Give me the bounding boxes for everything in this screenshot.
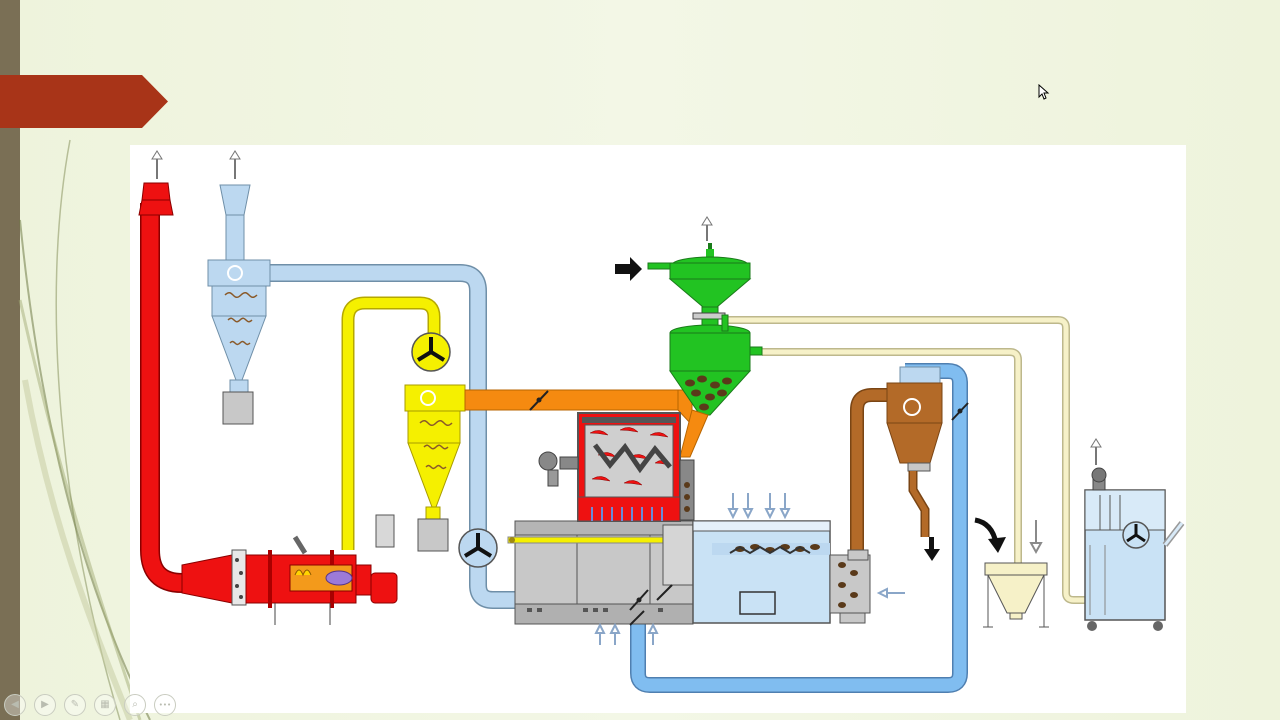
arrow-up-icon: [151, 150, 163, 179]
feed-chute: [679, 409, 709, 458]
grid-icon: ▦: [100, 699, 110, 710]
process-flow-svg: [138, 150, 1185, 693]
presentation-toolbar: ◀ ▶ ✎ ▦ ⌕ •••: [4, 694, 176, 716]
arrow-down-icon: [924, 537, 940, 561]
fan-icon: [411, 332, 451, 372]
pen-icon: ✎: [70, 699, 80, 710]
arrow-down-icon: [1029, 520, 1043, 555]
next-slide-button[interactable]: ▶: [34, 694, 56, 716]
fan-icon: [458, 528, 498, 568]
roaster-air-inlet-arrows: [594, 622, 659, 645]
filter-cabinet: [1084, 467, 1185, 631]
pen-tool-button[interactable]: ✎: [64, 694, 86, 716]
see-all-slides-button[interactable]: ▦: [94, 694, 116, 716]
hot-air-duct: [341, 296, 441, 550]
arrow-up-icon: [701, 216, 713, 241]
cooler: [692, 520, 871, 624]
furnace-chimney: [138, 182, 190, 593]
chevron-left-icon: ◀: [11, 699, 19, 710]
arrow-right-icon: [615, 257, 642, 281]
roasting-plant-diagram: [130, 145, 1186, 713]
green-feeder: [647, 243, 763, 416]
cooler-duct: [630, 363, 968, 693]
more-options-button[interactable]: •••: [154, 694, 176, 716]
air-duct: [255, 264, 690, 609]
damper-icon: [529, 390, 549, 411]
arrow-up-icon: [1090, 438, 1102, 465]
chevron-right-icon: ▶: [41, 699, 49, 710]
arrow-down-icon: [974, 517, 1006, 553]
brown-cyclone: [847, 366, 943, 561]
roaster-drum: [538, 412, 695, 522]
damper-icon: [629, 402, 969, 626]
previous-slide-button[interactable]: ◀: [4, 694, 26, 716]
magnifier-icon: ⌕: [132, 699, 138, 710]
mouse-cursor-icon: [1038, 84, 1050, 100]
left-accent-bar: [0, 0, 20, 720]
cooler-air-inlet-arrows: [727, 493, 791, 520]
arrow-up-icon: [229, 150, 241, 179]
more-icon: •••: [158, 700, 172, 709]
blue-cyclone: [207, 184, 271, 425]
zoom-button[interactable]: ⌕: [124, 694, 146, 716]
arrow-left-icon: [876, 587, 905, 599]
collection-hopper: [983, 562, 1049, 628]
cream-pipes: [726, 316, 1085, 604]
title-tab: [0, 75, 168, 128]
yellow-cyclone: [404, 384, 466, 552]
furnace-burner: [181, 514, 398, 625]
roaster-base: [507, 520, 694, 625]
